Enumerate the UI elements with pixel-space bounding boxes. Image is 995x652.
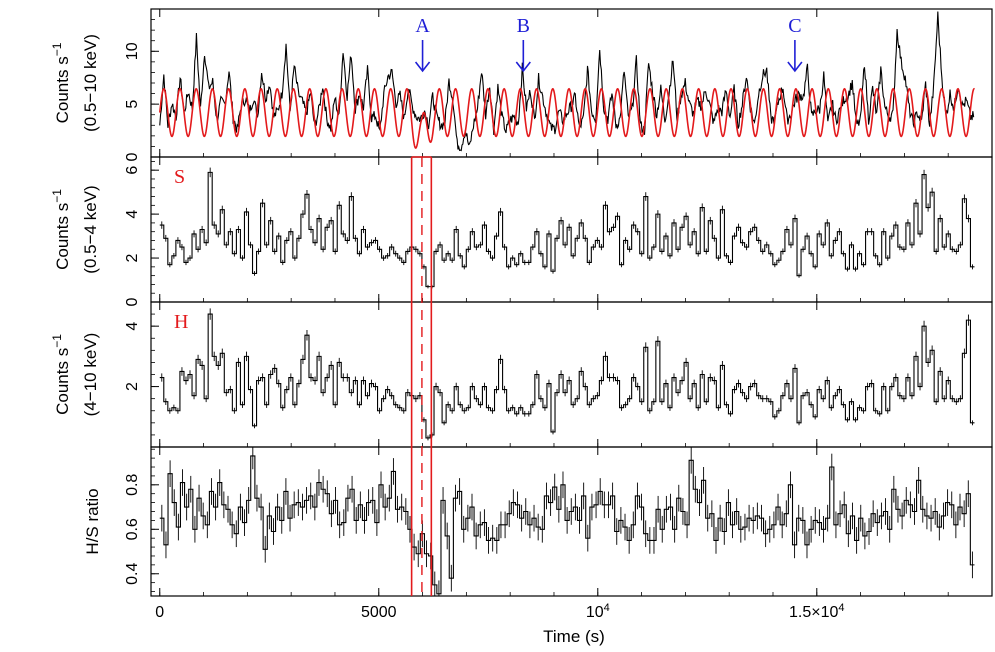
y-axis-label: H/S ratio — [83, 488, 102, 554]
y-axis-label: Counts s−1 — [50, 334, 72, 415]
x-tick-label-sup: 4 — [604, 602, 610, 614]
series-full-1 — [158, 87, 975, 149]
panel-ratio: 0.4 0.6 0.8H/S ratio — [83, 446, 993, 597]
y-axis-label-sup: −1 — [50, 334, 64, 348]
x-tick-label: 104 — [586, 602, 610, 621]
step-line-ratio — [159, 455, 975, 595]
y-tick-label: 0.4 — [124, 563, 141, 585]
y-axis-label-sup: −1 — [50, 189, 64, 203]
y-tick-label: 0.8 — [124, 474, 141, 496]
step-line-hard — [159, 313, 975, 439]
series-hard-0 — [159, 308, 975, 441]
model-curve — [158, 87, 975, 149]
panel-tag-hard: H — [174, 311, 188, 333]
marker-arrow-head — [515, 61, 531, 73]
marker-label-A: A — [415, 15, 430, 37]
series-ratio-0 — [159, 447, 975, 596]
marker-label-C: C — [788, 15, 801, 37]
markers-layer: A B C — [414, 15, 803, 73]
highlight-layer — [410, 156, 433, 596]
x-tick-label: 0 — [155, 604, 164, 621]
y-tick-label: 6 — [124, 166, 141, 175]
y-tick-label: 0 — [124, 297, 141, 306]
y-axis-label-unit: (0.5−10 keV) — [81, 34, 100, 132]
y-axis-label-sup: −1 — [50, 42, 64, 56]
y-tick-label: 0 — [124, 152, 141, 161]
y-axis-label-unit: (0.5−4 keV) — [81, 185, 100, 273]
y-tick-label: 4 — [124, 210, 141, 219]
marker-arrow-head — [787, 61, 803, 73]
panel-tag-soft: S — [174, 166, 185, 188]
y-tick-label: 2 — [124, 382, 141, 391]
y-tick-label: 4 — [124, 322, 141, 331]
marker-label-B: B — [517, 15, 530, 37]
y-tick-label: 10 — [124, 42, 141, 60]
x-tick-label-sup: 4 — [838, 602, 844, 614]
step-line-soft — [159, 171, 975, 288]
x-tick-label: 5000 — [361, 604, 397, 621]
x-tick-label: 1.5×104 — [789, 602, 845, 621]
y-axis-label: Counts s−1 — [50, 42, 72, 123]
series-full-0 — [159, 11, 975, 152]
series-soft-0 — [159, 167, 975, 289]
y-axis-label-unit: (4−10 keV) — [81, 333, 100, 417]
marker-arrow-head — [414, 61, 431, 73]
x-axis: 0 5000 104 1.5×104 — [155, 602, 844, 621]
light-curve-total — [159, 11, 975, 152]
y-tick-label: 2 — [124, 254, 141, 263]
y-tick-label: 0.6 — [124, 518, 141, 540]
y-tick-label: 5 — [124, 100, 141, 109]
x-axis-label: Time (s) — [543, 627, 605, 646]
panel-frame — [150, 446, 993, 597]
y-axis-label: Counts s−1 — [50, 189, 72, 270]
